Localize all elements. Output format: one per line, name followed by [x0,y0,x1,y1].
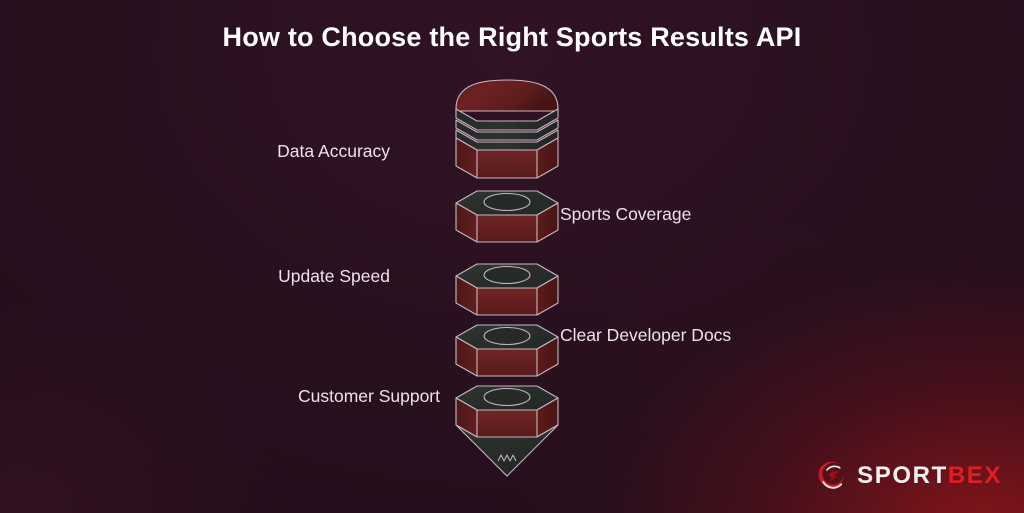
funnel-segment-2 [455,190,559,243]
funnel-label-customer-support: Customer Support [297,386,440,406]
logo-text-accent: BEX [947,462,1002,489]
funnel-segment-1 [455,79,559,179]
sportbex-swoosh-icon [818,461,845,489]
funnel-label-sports-coverage: Sports Coverage [560,204,692,224]
logo-text-primary: SPORT [857,462,948,489]
page-title: How to Choose the Right Sports Results A… [222,22,802,52]
funnel-segment-4 [455,324,559,377]
funnel-segment-3 [455,263,559,316]
sportbex-logo: SPORTBEX [818,461,1002,491]
funnel-label-update-speed: Update Speed [278,266,390,286]
funnel-segment-5 [455,385,559,438]
funnel-diagram [455,79,559,477]
funnel-label-data-accuracy: Data Accuracy [277,141,390,161]
funnel-label-clear-developer-docs: Clear Developer Docs [560,325,732,345]
funnel-cone-tip [455,424,559,477]
